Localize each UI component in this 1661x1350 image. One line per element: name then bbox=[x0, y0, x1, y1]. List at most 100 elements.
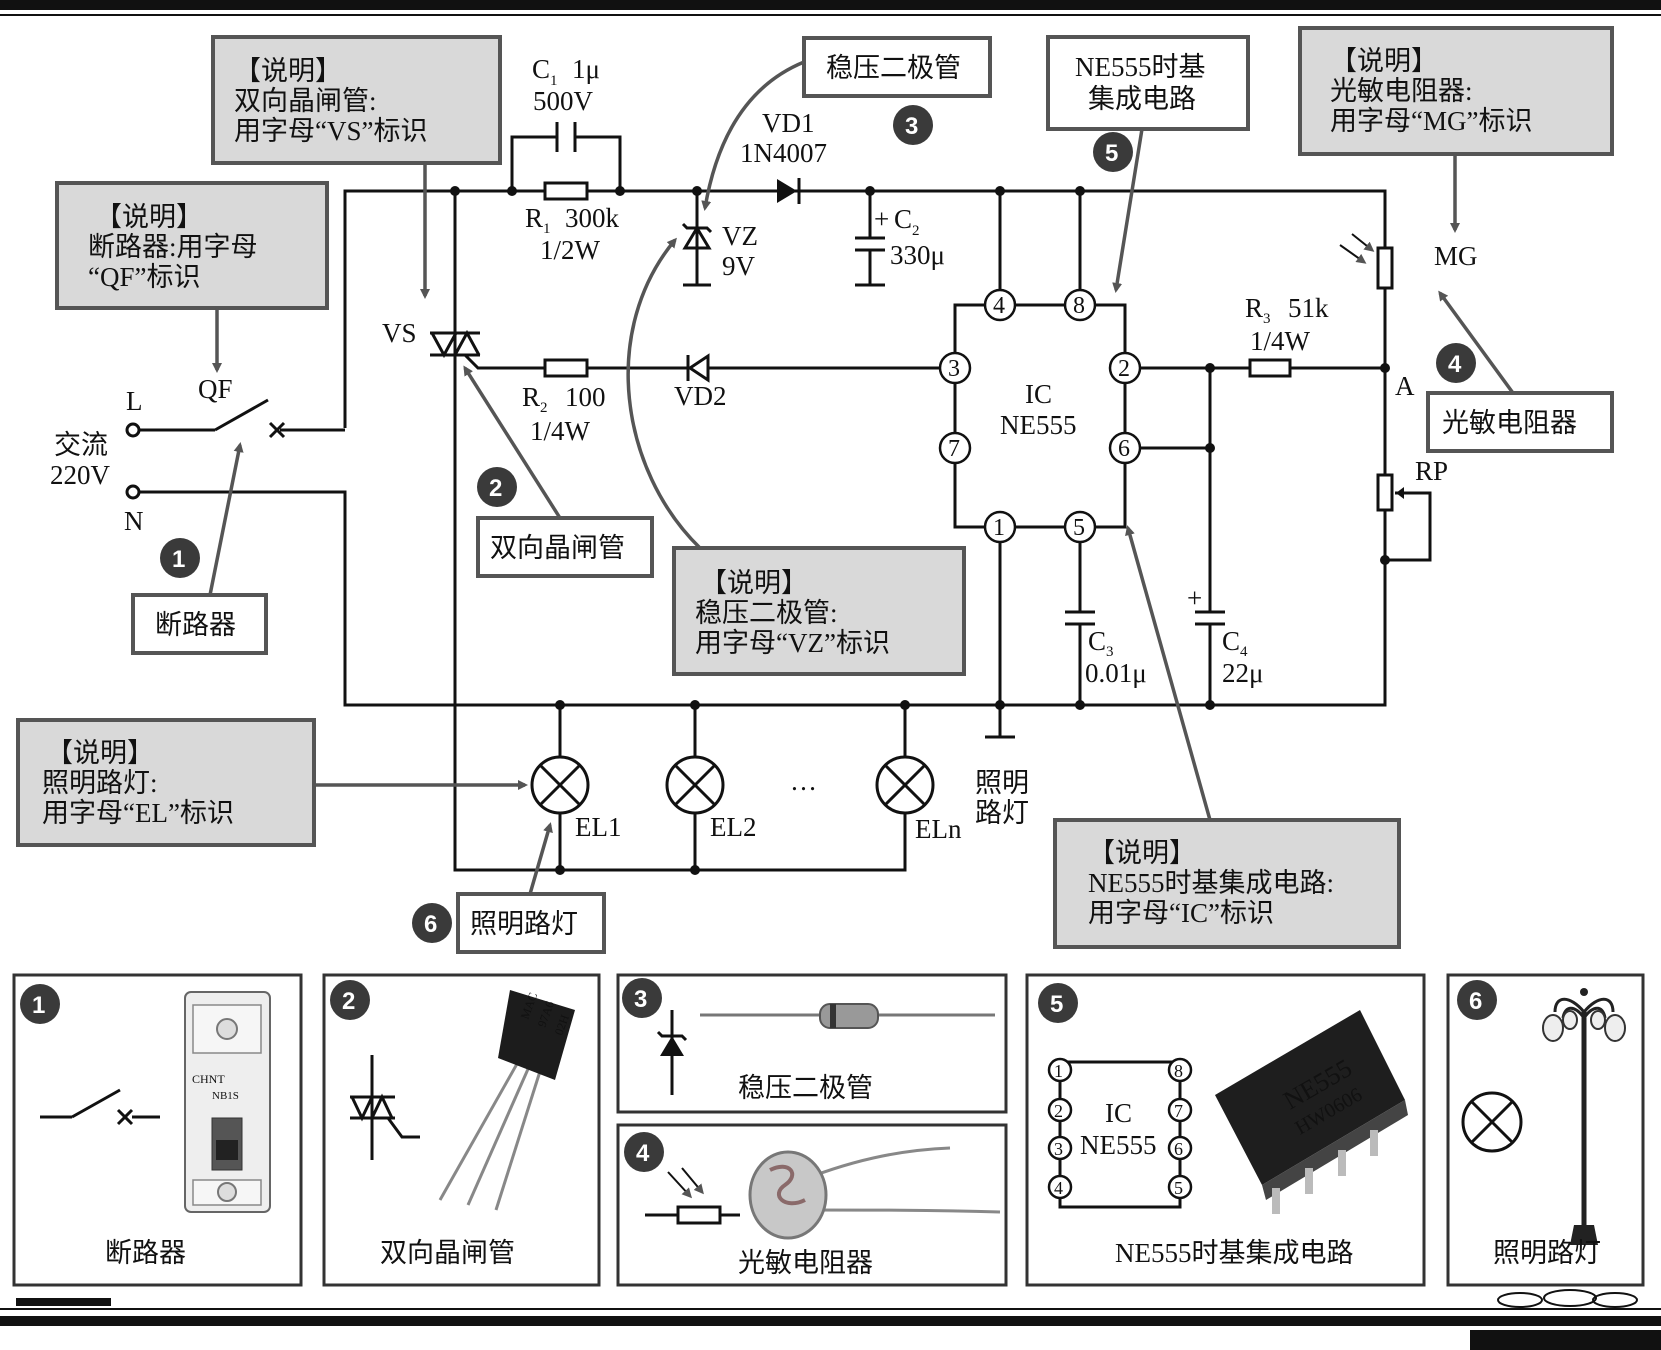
c1-name: C bbox=[532, 54, 550, 84]
ic-pin-2: 2 bbox=[1118, 356, 1130, 382]
ic-pin-6: 6 bbox=[1118, 436, 1130, 462]
ic-pin-1: 1 bbox=[993, 515, 1005, 541]
ac-terminal-N bbox=[125, 484, 141, 500]
label-RP: RP bbox=[1415, 456, 1448, 486]
r3-resistor bbox=[1248, 358, 1292, 378]
svg-text:用字母“IC”标识: 用字母“IC”标识 bbox=[1088, 898, 1274, 928]
svg-text:2: 2 bbox=[1054, 1101, 1063, 1121]
r2-power: 1/4W bbox=[530, 416, 591, 446]
breaker-photo-icon: CHNT NB1S bbox=[184, 991, 271, 1213]
c2-capacitor bbox=[855, 236, 885, 287]
panel-triac-title: 双向晶闸管 bbox=[380, 1238, 515, 1268]
tag-breaker: 断路器 bbox=[131, 593, 268, 655]
svg-text:3: 3 bbox=[1054, 1139, 1063, 1159]
ic-label-line1: IC bbox=[1025, 379, 1052, 409]
svg-text:光敏电阻器:: 光敏电阻器: bbox=[1330, 76, 1473, 106]
ac-label-line2: 220V bbox=[50, 460, 111, 490]
svg-text:集成电路: 集成电路 bbox=[1088, 84, 1196, 114]
svg-text:4: 4 bbox=[1054, 1178, 1063, 1198]
label-N: N bbox=[124, 506, 144, 536]
c2-plus: + bbox=[874, 204, 889, 234]
c1-sub: 1 bbox=[550, 73, 558, 89]
ic-pin-4: 4 bbox=[993, 293, 1005, 319]
svg-text:02H: 02H bbox=[552, 1013, 572, 1038]
note-ic: 【说明】 NE555时基集成电路: 用字母“IC”标识 bbox=[1053, 818, 1401, 949]
r2-resistor bbox=[543, 358, 589, 378]
ac-label-line1: 交流 bbox=[54, 430, 108, 460]
c4-name: C bbox=[1222, 626, 1240, 656]
lamp-side-label-line1: 照明 bbox=[975, 768, 1029, 798]
c2-sub: 2 bbox=[912, 223, 920, 239]
svg-text:4: 4 bbox=[636, 1140, 650, 1167]
svg-text:用字母“VZ”标识: 用字母“VZ”标识 bbox=[695, 628, 890, 658]
lamp-side-label-line2: 路灯 bbox=[975, 798, 1029, 828]
panel-lamp-title: 照明路灯 bbox=[1493, 1238, 1601, 1268]
c4-plus: + bbox=[1187, 583, 1202, 613]
label-L: L bbox=[126, 386, 143, 416]
note-mg: 【说明】 光敏电阻器: 用字母“MG”标识 bbox=[1298, 26, 1614, 156]
svg-text:8: 8 bbox=[1174, 1061, 1183, 1081]
badge-1: 1 bbox=[160, 538, 200, 578]
lamp-el1-icon bbox=[530, 755, 590, 870]
svg-text:1: 1 bbox=[32, 992, 45, 1019]
c1-capacitor bbox=[555, 122, 577, 152]
r3-sub: 3 bbox=[1263, 311, 1271, 327]
label-QF: QF bbox=[198, 374, 233, 404]
bottom-right-ornament-icon bbox=[1497, 1289, 1638, 1308]
mg-photoresistor bbox=[1339, 233, 1394, 290]
rp-potentiometer bbox=[1376, 473, 1404, 512]
bottom-border-line bbox=[0, 1308, 1661, 1310]
lamp-label-el1: EL1 bbox=[575, 812, 622, 842]
svg-text:断路器:用字母: 断路器:用字母 bbox=[88, 232, 258, 262]
svg-text:【说明】: 【说明】 bbox=[46, 738, 154, 768]
vz-name: VZ bbox=[722, 221, 758, 251]
panel-triac: 2 MAC 97A6 02H 双向晶闸管 bbox=[322, 973, 601, 1287]
c3-name: C bbox=[1088, 626, 1106, 656]
lamp-label-eln: ELn bbox=[915, 814, 962, 844]
badge-6: 6 bbox=[412, 903, 452, 943]
r1-power: 1/2W bbox=[540, 235, 601, 265]
c3-value: 0.01μ bbox=[1085, 658, 1147, 688]
panel-breaker-title: 断路器 bbox=[105, 1238, 186, 1268]
ne555-chip-photo-icon: NE555 HW0606 bbox=[1215, 1010, 1408, 1214]
r2-sub: 2 bbox=[540, 400, 548, 416]
r3-power: 1/4W bbox=[1250, 326, 1311, 356]
ic-pin-5: 5 bbox=[1073, 515, 1085, 541]
c4-capacitor bbox=[1195, 610, 1225, 626]
c2-value: 330μ bbox=[890, 240, 945, 270]
c4-value: 22μ bbox=[1222, 658, 1263, 688]
svg-text:1: 1 bbox=[1054, 1061, 1063, 1081]
triac-photo-icon: MAC 97A6 02H bbox=[438, 990, 575, 1211]
street-lamp-photo-icon bbox=[1542, 988, 1626, 1245]
top-border-line bbox=[0, 14, 1661, 16]
vd2-diode bbox=[686, 353, 710, 383]
vz-value: 9V bbox=[722, 251, 756, 281]
svg-text:1: 1 bbox=[172, 546, 185, 573]
lamp-ellipsis: … bbox=[790, 766, 817, 796]
c1-value: 1μ bbox=[572, 54, 600, 84]
r2-name: R bbox=[522, 382, 540, 412]
ic-pins bbox=[938, 288, 1142, 544]
svg-text:7: 7 bbox=[1174, 1101, 1183, 1121]
svg-text:双向晶闸管:: 双向晶闸管: bbox=[234, 86, 377, 116]
c1-voltage: 500V bbox=[533, 86, 594, 116]
bottom-left-mark bbox=[16, 1298, 111, 1306]
c4-sub: 4 bbox=[1240, 644, 1248, 660]
svg-text:【说明】: 【说明】 bbox=[234, 56, 342, 86]
svg-text:5: 5 bbox=[1105, 140, 1118, 167]
svg-text:6: 6 bbox=[1174, 1139, 1183, 1159]
vd1-name: VD1 bbox=[762, 108, 815, 138]
lamp-el2-icon bbox=[665, 755, 725, 870]
note-el: 【说明】 照明路灯: 用字母“EL”标识 bbox=[16, 718, 316, 847]
zener-symbol-icon bbox=[656, 1010, 688, 1095]
r1-value: 300k bbox=[565, 203, 620, 233]
r2-value: 100 bbox=[565, 382, 606, 412]
svg-text:NB1S: NB1S bbox=[212, 1090, 239, 1102]
panel-lamp: 6 照明路灯 bbox=[1446, 973, 1645, 1287]
svg-text:稳压二极管:: 稳压二极管: bbox=[695, 598, 838, 628]
breaker-x-mark-icon bbox=[268, 421, 286, 439]
note-vs: 【说明】 双向晶闸管: 用字母“VS”标识 bbox=[211, 35, 502, 165]
r1-name: R bbox=[525, 203, 543, 233]
ic-pin-8: 8 bbox=[1073, 293, 1085, 319]
